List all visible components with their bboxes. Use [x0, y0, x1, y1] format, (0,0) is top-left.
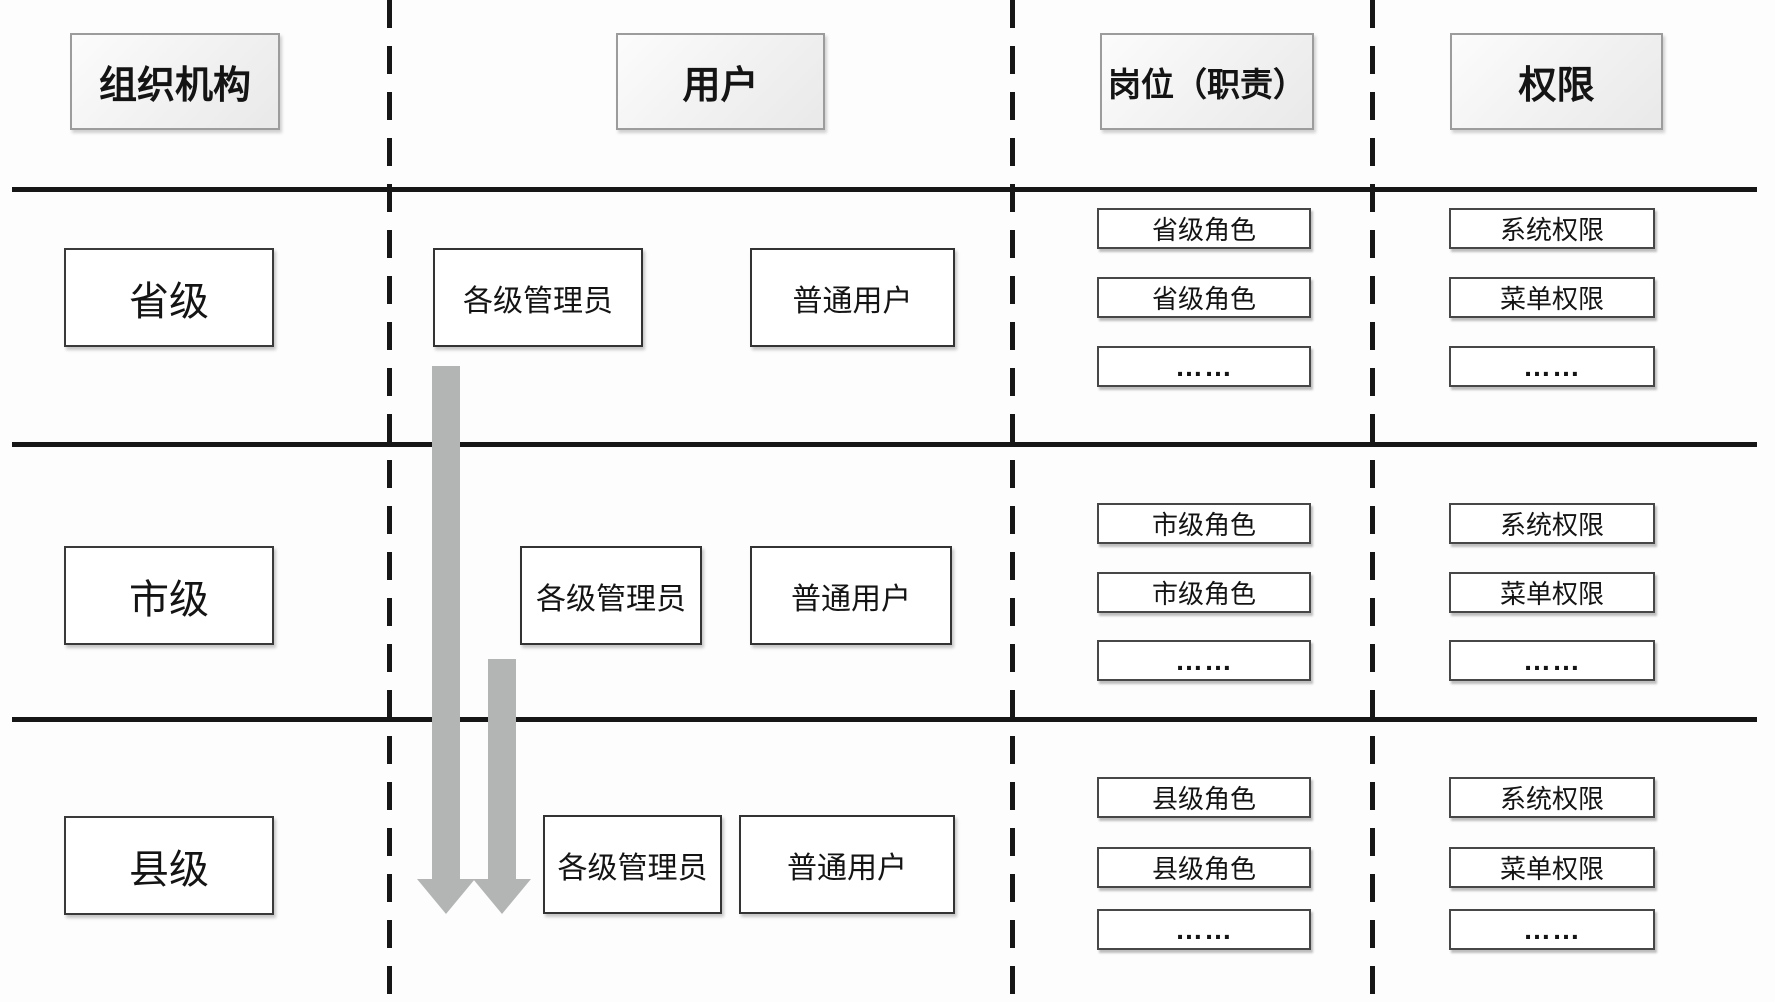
lane-divider-1: [387, 0, 392, 1002]
permission-box: 系统权限: [1449, 503, 1655, 544]
header-permissions: 权限: [1450, 33, 1663, 130]
lane-divider-3: [1370, 0, 1375, 1002]
admin-box-provincial: 各级管理员: [433, 248, 643, 347]
user-box-provincial: 普通用户: [750, 248, 955, 347]
role-box: 省级角色: [1097, 277, 1311, 318]
row-separator-1: [12, 187, 1757, 192]
row-separator-3: [12, 717, 1757, 722]
admin-box-municipal: 各级管理员: [520, 546, 702, 645]
permission-box: 系统权限: [1449, 777, 1655, 818]
cascade-arrow-2-head-down-icon: [473, 879, 531, 914]
level-box-provincial: 省级: [64, 248, 274, 347]
permission-box-ellipsis: ……: [1449, 346, 1655, 387]
cascade-arrow-2-shaft: [488, 659, 516, 879]
permission-box: 系统权限: [1449, 208, 1655, 249]
header-positions: 岗位（职责）: [1100, 33, 1314, 130]
role-box-ellipsis: ……: [1097, 640, 1311, 681]
role-box: 市级角色: [1097, 503, 1311, 544]
lane-divider-2: [1010, 0, 1015, 1002]
permission-box: 菜单权限: [1449, 572, 1655, 613]
permission-box: 菜单权限: [1449, 847, 1655, 888]
role-box-ellipsis: ……: [1097, 909, 1311, 950]
level-box-county: 县级: [64, 816, 274, 915]
role-box: 县级角色: [1097, 777, 1311, 818]
header-organization: 组织机构: [70, 33, 280, 130]
permission-box-ellipsis: ……: [1449, 909, 1655, 950]
role-box: 省级角色: [1097, 208, 1311, 249]
role-box-ellipsis: ……: [1097, 346, 1311, 387]
cascade-arrow-1-head-down-icon: [417, 879, 475, 914]
permission-box-ellipsis: ……: [1449, 640, 1655, 681]
level-box-municipal: 市级: [64, 546, 274, 645]
user-box-county: 普通用户: [739, 815, 955, 914]
row-separator-2: [12, 442, 1757, 447]
role-box: 市级角色: [1097, 572, 1311, 613]
cascade-arrow-1-shaft: [432, 366, 460, 879]
header-users: 用户: [616, 33, 825, 130]
role-box: 县级角色: [1097, 847, 1311, 888]
permission-box: 菜单权限: [1449, 277, 1655, 318]
admin-box-county: 各级管理员: [543, 815, 722, 914]
user-box-municipal: 普通用户: [750, 546, 952, 645]
